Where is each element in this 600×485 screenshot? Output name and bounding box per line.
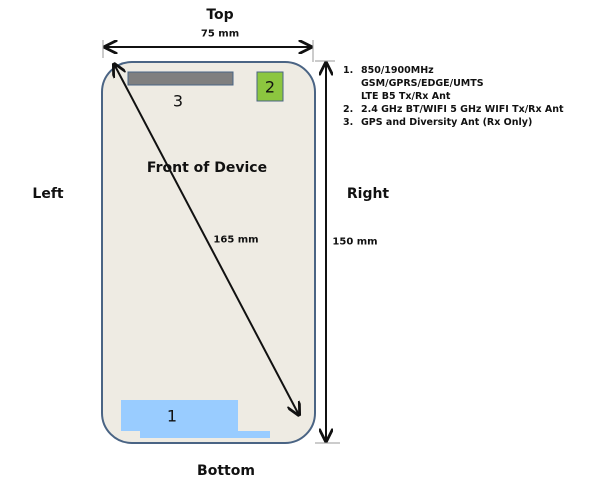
width-label: 75 mm — [200, 28, 240, 40]
legend-item-2: 2. 2.4 GHz BT/WIFI 5 GHz WIFI Tx/Rx Ant — [343, 103, 564, 116]
antenna-3-number: 3 — [172, 91, 184, 111]
legend-number: 3. — [343, 117, 354, 128]
height-label: 150 mm — [332, 236, 378, 248]
legend-text: 2.4 GHz BT/WIFI 5 GHz WIFI Tx/Rx Ant — [361, 104, 564, 115]
legend-number: 2. — [343, 104, 354, 115]
bottom-label: Bottom — [197, 463, 255, 479]
antenna-3-area — [127, 71, 234, 86]
legend-item-3: 3. GPS and Diversity Ant (Rx Only) — [343, 116, 564, 129]
antenna-1-number: 1 — [166, 406, 178, 426]
right-label: Right — [346, 186, 390, 202]
antenna-2-number: 2 — [264, 77, 276, 97]
antenna-legend: 1. 850/1900MHz GSM/GPRS/EDGE/UMTS LTE B5… — [343, 64, 564, 129]
legend-text: GSM/GPRS/EDGE/UMTS — [361, 78, 484, 89]
legend-item-1: 1. 850/1900MHz GSM/GPRS/EDGE/UMTS LTE B5… — [343, 64, 564, 103]
legend-text: GPS and Diversity Ant (Rx Only) — [361, 117, 533, 128]
top-label: Top — [206, 7, 234, 23]
legend-text: 850/1900MHz — [361, 65, 434, 76]
diagonal-arrow — [114, 64, 299, 415]
left-label: Left — [32, 186, 64, 202]
front-of-device-label: Front of Device — [146, 160, 268, 176]
diagonal-label: 165 mm — [213, 234, 259, 246]
legend-text: LTE B5 Tx/Rx Ant — [361, 91, 451, 102]
legend-number: 1. — [343, 65, 354, 76]
